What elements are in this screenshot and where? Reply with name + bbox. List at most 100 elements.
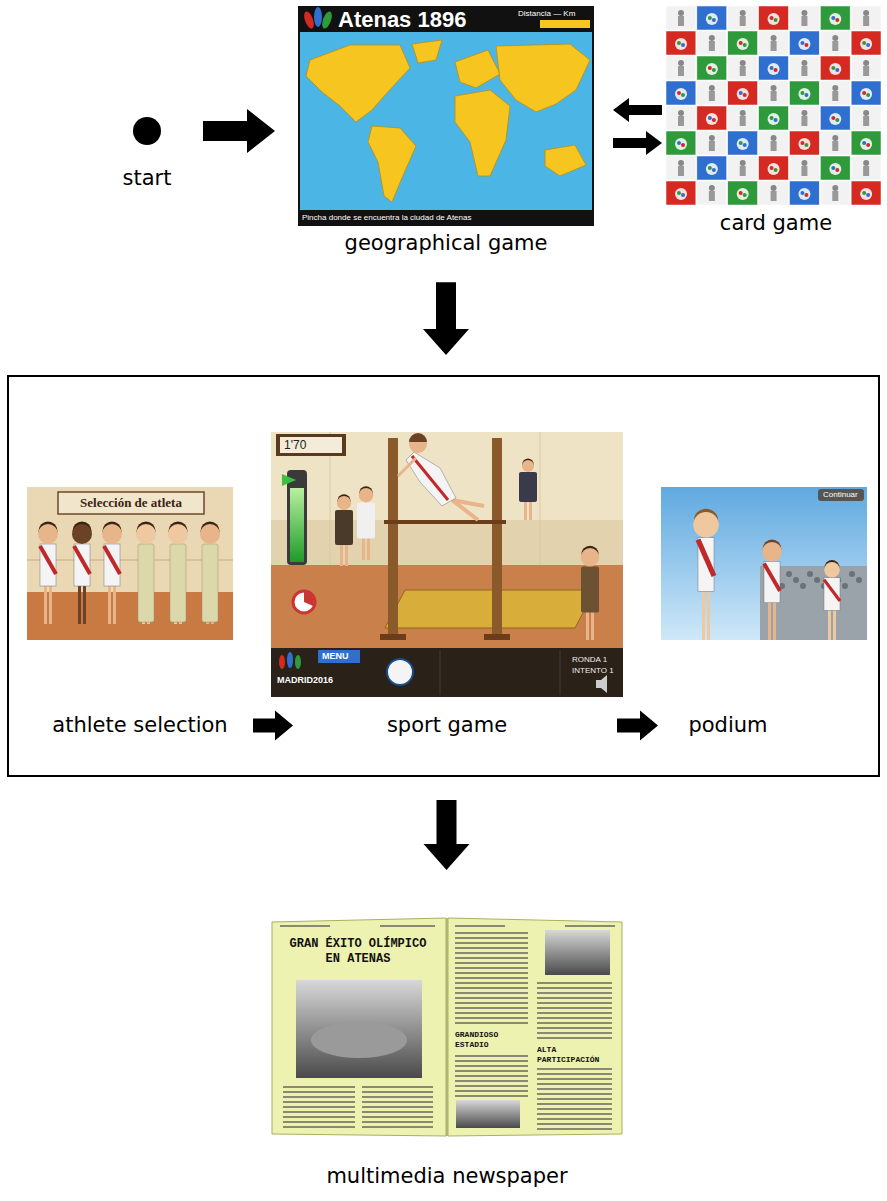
card-grid: [666, 106, 696, 130]
sport-screenshot: [385, 590, 595, 628]
person-figure: [83, 584, 86, 624]
screen-text: Continuar: [823, 490, 858, 499]
card-grid: [829, 13, 841, 25]
screenshot-box: podium: [661, 487, 867, 640]
card-grid: [798, 88, 810, 100]
card-grid: [831, 116, 835, 120]
card-grid: [728, 131, 758, 155]
card-grid: [737, 38, 749, 50]
card-grid: [709, 85, 715, 91]
newspaper-illustration: [537, 1027, 612, 1029]
person-figure: [359, 488, 373, 502]
card-grid: [863, 66, 869, 76]
podium-screenshot: [807, 571, 813, 577]
sport-screenshot: [384, 520, 506, 524]
card-grid: [789, 131, 819, 155]
person-figure: [824, 580, 840, 601]
person-figure: [72, 524, 92, 544]
card-grid: [759, 156, 789, 180]
card-grid: [789, 6, 819, 30]
podium-screenshot: [793, 577, 799, 583]
card-grid: [771, 185, 777, 191]
card-grid: [801, 110, 807, 116]
newspaper-illustration: [455, 962, 528, 964]
card-grid: [708, 66, 712, 70]
person-figure: [762, 542, 782, 562]
person-figure: [136, 524, 156, 544]
newspaper-illustration: [283, 1111, 355, 1113]
card-grid: [862, 41, 866, 45]
person-figure: [824, 560, 840, 640]
newspaper-illustration: [537, 982, 612, 984]
card-grid: [697, 131, 727, 155]
card-grid: [863, 10, 869, 16]
card-grid: [677, 141, 681, 145]
card-grid: [678, 110, 684, 116]
person-figure: [108, 584, 111, 624]
card-grid: [728, 6, 758, 30]
person-figure: [824, 562, 840, 578]
continent: [496, 44, 590, 112]
card-grid: [832, 91, 838, 101]
card-grid: [740, 110, 746, 116]
sport-screenshot: [271, 432, 623, 697]
newspaper-illustration: [296, 980, 422, 1078]
card-grid: [820, 131, 850, 155]
sport-screenshot: [318, 650, 360, 663]
card-grid: [666, 131, 696, 155]
card-grid: [759, 56, 789, 80]
sport-screenshot: [271, 565, 623, 648]
card-grid: [678, 60, 684, 66]
podium-screenshot: [842, 583, 848, 589]
card-grid: [820, 56, 850, 80]
newspaper-illustration: [455, 1090, 528, 1092]
card-grid: [862, 91, 866, 95]
person-figure: [136, 522, 156, 625]
card-grid: [712, 118, 716, 122]
newspaper-illustration: [455, 997, 528, 999]
newspaper-illustration: [447, 918, 448, 1136]
card-grid: [832, 191, 838, 201]
card-grid: [728, 56, 758, 80]
card-grid: [759, 181, 789, 205]
card-grid: [678, 166, 684, 176]
card-grid: [678, 160, 684, 166]
card-grid: [681, 143, 685, 147]
sport-screenshot: [282, 474, 296, 486]
card-grid: [831, 66, 835, 70]
newspaper-illustration: [537, 992, 612, 994]
sport-screenshot: [280, 437, 342, 453]
newspaper-illustration: [537, 1113, 612, 1115]
block-arrow: [203, 109, 275, 153]
newspaper-illustration: [362, 1096, 433, 1098]
newspaper-illustration: [537, 1073, 612, 1075]
card-grid: [771, 91, 777, 101]
continent: [412, 40, 442, 63]
person-figure: [168, 524, 188, 544]
podium-screenshot: [661, 487, 867, 640]
caption: multimedia newspaper: [326, 1164, 567, 1189]
card-grid: [768, 63, 780, 75]
caption: podium: [688, 713, 767, 738]
card-grid: [675, 138, 687, 150]
card-grid: [678, 116, 684, 126]
person-figure: [824, 578, 840, 611]
card-grid: [851, 31, 881, 55]
card-grid: [851, 56, 881, 80]
card-grid: [712, 68, 716, 72]
card-grid: [759, 81, 789, 105]
card-grid: [863, 110, 869, 116]
person-figure: [113, 584, 116, 624]
card-grid: [740, 16, 746, 26]
newspaper-illustration: [537, 1068, 612, 1070]
newspaper-illustration: [362, 1086, 433, 1088]
newspaper-illustration: [537, 1017, 612, 1019]
map-screenshot: [298, 6, 594, 226]
person-figure: [693, 509, 719, 640]
newspaper-illustration: [455, 1095, 528, 1097]
card-grid: [666, 181, 696, 205]
card-grid: [804, 93, 808, 97]
newspaper-illustration: [455, 987, 528, 989]
